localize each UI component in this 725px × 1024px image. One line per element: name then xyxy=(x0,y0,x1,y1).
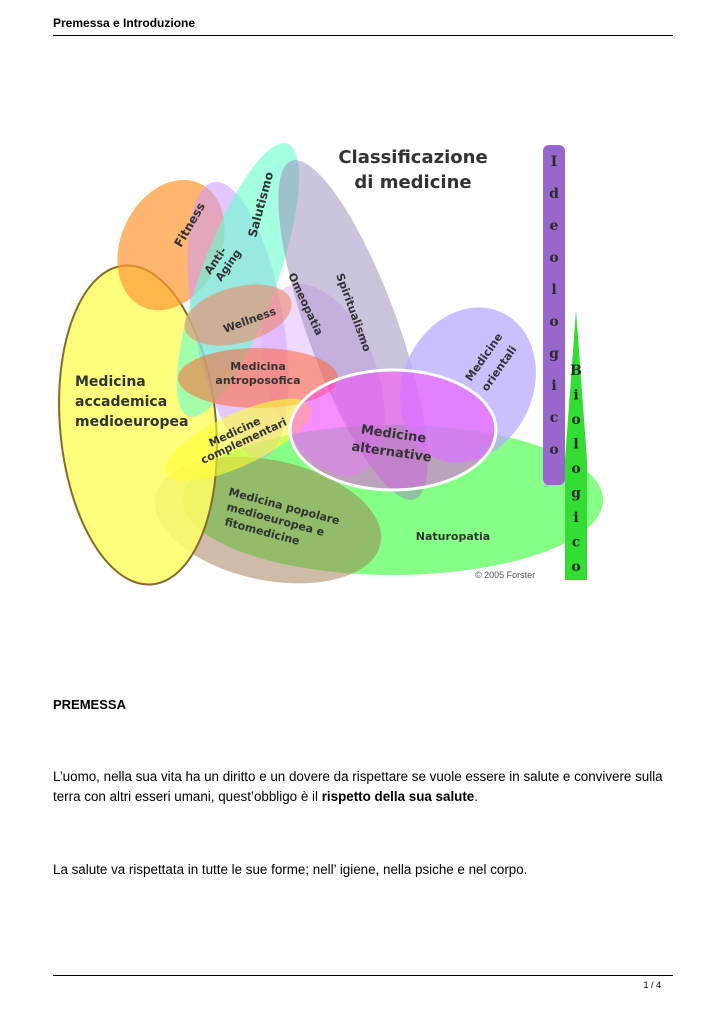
biologico-letter: i xyxy=(573,388,578,404)
biologico-letter: o xyxy=(571,461,580,477)
alternative-ellipse xyxy=(288,368,498,492)
label-naturopatia: Naturopatia xyxy=(416,530,490,543)
ideologico-letter: c xyxy=(550,410,559,426)
figure-title-line2: di medicine xyxy=(354,172,471,193)
ideologico-letter: d xyxy=(549,186,559,202)
p1-bold-phrase: rispetto della sua salute xyxy=(321,789,475,804)
biologico-letter: l xyxy=(573,437,578,453)
ideologico-letter: o xyxy=(549,250,558,266)
header-divider xyxy=(53,35,673,36)
antroposofica-ellipse xyxy=(178,348,338,408)
figure-title-line1: Classificazione xyxy=(338,147,487,168)
section-heading: PREMESSA xyxy=(53,697,126,712)
label-accademica-3: medioeuropea xyxy=(75,414,188,430)
page-number: 1 / 4 xyxy=(643,980,661,990)
body-paragraph-2: La salute va rispettata in tutte le sue … xyxy=(53,862,528,877)
label-accademica-1: Medicina xyxy=(75,374,146,390)
label-antroposofica-1: Medicina xyxy=(230,360,286,373)
ideologico-letter: l xyxy=(551,282,556,298)
ideologico-letter: i xyxy=(551,378,556,394)
p1-end: . xyxy=(474,789,478,804)
biologico-letter: o xyxy=(571,559,580,575)
ideologico-letter: e xyxy=(550,218,559,234)
complementari-ellipse xyxy=(164,398,312,482)
ideologico-letter: o xyxy=(549,314,558,330)
footer-divider xyxy=(53,975,673,976)
ideologico-letter: I xyxy=(551,154,558,170)
figure-credit: © 2005 Forster xyxy=(475,570,535,580)
ideologico-letter: g xyxy=(549,346,559,362)
biologico-letter: i xyxy=(573,510,578,526)
biologico-letter: B xyxy=(570,363,582,379)
label-accademica-2: accademica xyxy=(75,394,167,410)
spiritualismo-ellipse xyxy=(278,160,428,500)
orientali-ellipse xyxy=(400,307,536,463)
biologico-letter: o xyxy=(571,412,580,428)
biologico-bar xyxy=(565,310,587,580)
label-antroposofica-2: antroposofica xyxy=(215,374,300,387)
p1-text: L’uomo, nella sua vita ha un diritto e u… xyxy=(53,769,663,804)
body-paragraph-1: L’uomo, nella sua vita ha un diritto e u… xyxy=(53,767,673,807)
ideologico-letter: o xyxy=(549,442,558,458)
biologico-letter: c xyxy=(572,535,581,551)
page-header-title: Premessa e Introduzione xyxy=(53,16,196,30)
salutismo-ellipse xyxy=(176,143,300,417)
ideologico-bar xyxy=(543,145,565,485)
biologico-letter: g xyxy=(571,486,581,502)
wellness-ellipse xyxy=(184,284,292,346)
